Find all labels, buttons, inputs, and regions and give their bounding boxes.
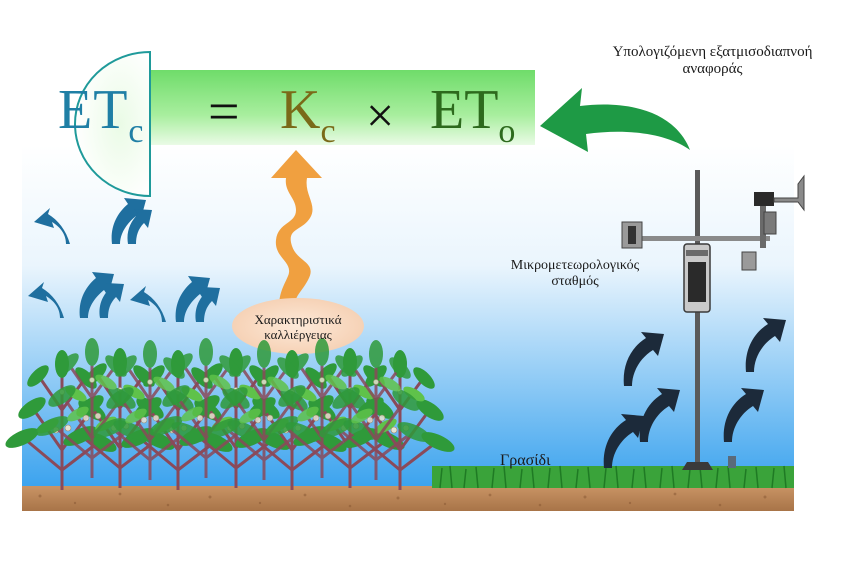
eto-term: ETo bbox=[430, 79, 516, 150]
vapor-arrow-icon bbox=[28, 282, 64, 318]
vapor-arrow-icon bbox=[99, 283, 124, 318]
crop-label-oval bbox=[232, 298, 364, 354]
vapor-arrow-icon bbox=[127, 209, 152, 244]
vapor-arrow-icon bbox=[745, 318, 786, 372]
grass-texture bbox=[439, 465, 787, 489]
times-sign: × bbox=[366, 87, 395, 143]
vapor-arrow-icon bbox=[175, 276, 210, 322]
vapor-arrow-icon bbox=[195, 287, 220, 322]
vapor-arrow-icon bbox=[639, 388, 680, 442]
equals-sign: = bbox=[208, 81, 240, 143]
equation-banner bbox=[135, 70, 535, 145]
vapor-arrow-icon bbox=[603, 414, 644, 468]
grass-vapor-arrows bbox=[603, 318, 786, 468]
soil-strip bbox=[22, 486, 794, 511]
vapor-arrow-icon bbox=[623, 332, 664, 386]
reference-arrow bbox=[540, 88, 690, 152]
weather-station-label: Μικρομετεωρολογικός σταθμός bbox=[510, 258, 640, 290]
grass-strip bbox=[432, 466, 794, 488]
vapor-arrow-icon bbox=[34, 208, 70, 244]
etc-term: ETc bbox=[58, 79, 145, 150]
vapor-arrow-icon bbox=[130, 286, 166, 322]
crop-factor-arrow bbox=[271, 150, 322, 320]
reference-et-label: Υπολογιζόμενη εξατμισοδιαπνοή αναφοράς bbox=[612, 44, 813, 78]
crop-vapor-arrows bbox=[28, 198, 220, 322]
soil-texture bbox=[38, 492, 767, 508]
kc-term: Kc bbox=[280, 79, 336, 150]
weather-station-icon bbox=[621, 170, 805, 470]
vapor-arrow-icon bbox=[79, 272, 114, 318]
crop-characteristics-label: Χαρακτηριστικά καλλιέργειας bbox=[254, 312, 342, 342]
grass-label: Γρασίδι bbox=[500, 452, 551, 469]
vapor-arrow-icon bbox=[723, 388, 764, 442]
etc-circle bbox=[74, 50, 151, 198]
